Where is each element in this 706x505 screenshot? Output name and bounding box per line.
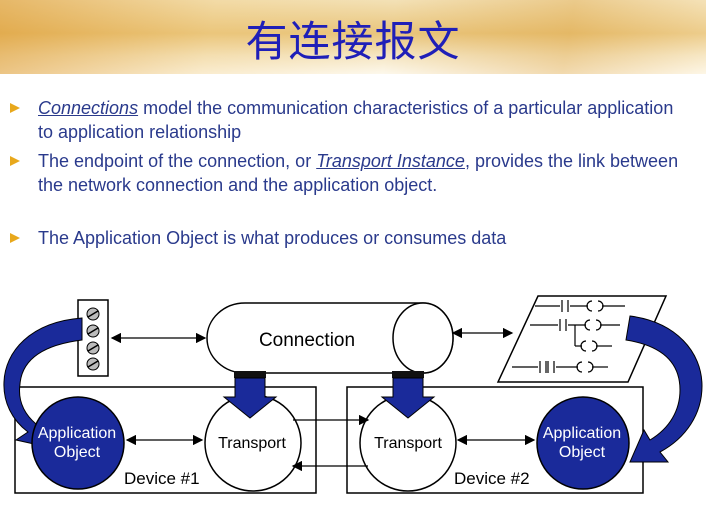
bullet-2: The endpoint of the connection, or Trans…	[38, 149, 688, 197]
title-banner	[0, 0, 706, 74]
connector-arrow-2	[380, 371, 436, 419]
ladder-logic-icon	[496, 295, 668, 383]
app-object-2-line2: Object	[559, 444, 606, 461]
bullet-arrow-icon	[10, 103, 20, 113]
blue-curved-arrow-right	[625, 315, 703, 463]
app-object-2-line1: Application	[543, 425, 621, 442]
app-object-1-line2: Object	[54, 444, 101, 461]
application-object-1	[31, 396, 125, 490]
transport-instance-term: Transport Instance	[316, 151, 465, 171]
application-object-2	[536, 396, 630, 490]
bullet-1-text: model the communication characteristics …	[38, 98, 674, 142]
bullet-1: Connections model the communication char…	[38, 96, 688, 144]
connections-term: Connections	[38, 98, 139, 118]
device-1-label: Device #1	[124, 469, 200, 488]
bullet-3: The Application Object is what produces …	[38, 228, 507, 248]
device-2-label: Device #2	[454, 469, 530, 488]
connection-label: Connection	[259, 330, 355, 351]
transport-2-label: Transport	[374, 435, 442, 452]
terminal-block-icon	[77, 299, 109, 377]
bullet-arrow-icon	[10, 156, 20, 166]
bullet-2-pre: The endpoint of the connection, or	[38, 151, 317, 171]
connection-cylinder	[206, 302, 454, 374]
transport-1-label: Transport	[218, 435, 286, 452]
app-object-1-line1: Application	[38, 425, 116, 442]
page-title: 有连接报文	[245, 17, 461, 66]
device-1-box	[14, 386, 317, 494]
bullet-arrow-icon	[10, 233, 20, 243]
connector-arrow-1	[222, 371, 278, 419]
bullet-2-post: , provides the link between the network …	[38, 151, 679, 195]
